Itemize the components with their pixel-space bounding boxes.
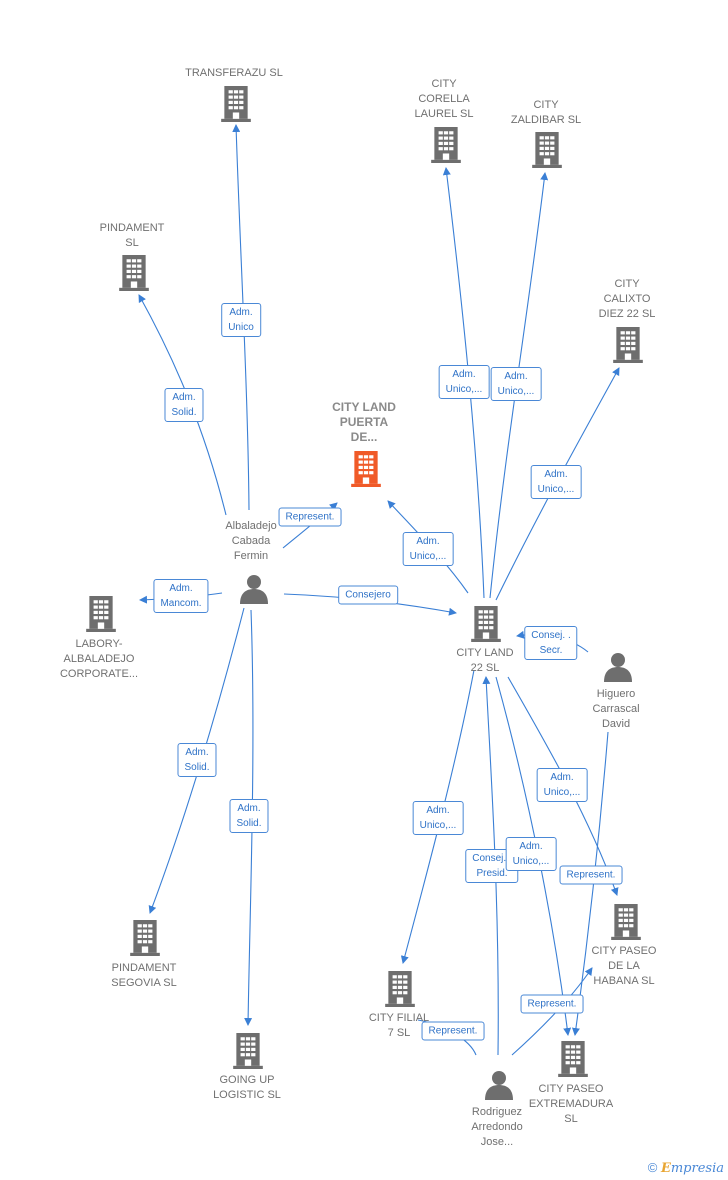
company-label-city-land-22[interactable]: CITY LAND 22 SL (456, 647, 514, 674)
relation-label[interactable]: Adm. Unico,... (536, 768, 588, 802)
person-icon[interactable] (603, 652, 633, 682)
relation-label[interactable]: Adm. Mancom. (153, 579, 209, 613)
relation-label[interactable]: Adm. Unico,... (438, 365, 490, 399)
relation-label[interactable]: Consejero (338, 585, 398, 605)
company-label-city-corella[interactable]: CITY CORELLA LAUREL SL (414, 78, 474, 120)
relation-label[interactable]: Consej. . Secr. (524, 626, 578, 660)
building-icon[interactable] (611, 904, 641, 940)
relation-label[interactable]: Represent. (559, 865, 623, 885)
edge-rodriguez-habana (511, 967, 593, 1056)
relation-label[interactable]: Represent. (278, 507, 342, 527)
relation-label[interactable]: Adm. Solid. (229, 799, 269, 833)
person-icon[interactable] (239, 574, 269, 604)
building-icon[interactable] (351, 451, 381, 487)
building-icon[interactable] (613, 327, 643, 363)
building-icon[interactable] (130, 920, 160, 956)
relation-label[interactable]: Represent. (421, 1021, 485, 1041)
person-label-higuero[interactable]: Higuero Carrascal David (592, 688, 640, 730)
building-icon[interactable] (221, 86, 251, 122)
company-label-city-calixto[interactable]: CITY CALIXTO DIEZ 22 SL (598, 278, 656, 320)
relation-label[interactable]: Adm. Unico,... (412, 801, 464, 835)
copyright-brand: © Empresia (648, 1160, 724, 1176)
brand-logo: Empresia (660, 1161, 724, 1176)
building-icon[interactable] (385, 971, 415, 1007)
building-icon[interactable] (233, 1033, 263, 1069)
relation-label[interactable]: Adm. Unico,... (490, 367, 542, 401)
company-label-city-land-puerta[interactable]: CITY LAND PUERTA DE... (332, 400, 396, 444)
company-label-city-zaldibar[interactable]: CITY ZALDIBAR SL (510, 99, 582, 126)
relation-label[interactable]: Adm. Unico,... (402, 532, 454, 566)
relation-label[interactable]: Adm. Unico,... (505, 837, 557, 871)
company-label-labory[interactable]: LABORY- ALBALADEJO CORPORATE... (59, 638, 139, 680)
company-label-pindament-segovia[interactable]: PINDAMENT SEGOVIA SL (111, 962, 177, 989)
relation-label[interactable]: Adm. Solid. (177, 743, 217, 777)
company-label-transferazu[interactable]: TRANSFERAZU SL (185, 67, 283, 79)
building-icon[interactable] (86, 596, 116, 632)
company-label-city-paseo-habana[interactable]: CITY PASEO DE LA HABANA SL (591, 945, 657, 987)
relation-label[interactable]: Represent. (520, 994, 584, 1014)
copyright-icon: © (647, 1160, 658, 1175)
edge-rodriguez-cityland22 (482, 676, 499, 1056)
relation-label[interactable]: Adm. Unico,... (530, 465, 582, 499)
person-label-albaladejo[interactable]: Albaladejo Cabada Fermin (225, 520, 277, 562)
building-icon[interactable] (532, 132, 562, 168)
company-label-city-filial[interactable]: CITY FILIAL 7 SL (368, 1012, 430, 1039)
person-label-rodriguez[interactable]: Rodriguez Arredondo Jose... (471, 1106, 523, 1148)
building-icon[interactable] (558, 1041, 588, 1077)
relation-label[interactable]: Adm. Solid. (164, 388, 204, 422)
company-label-city-paseo-extremadura[interactable]: CITY PASEO EXTREMADURA SL (528, 1083, 614, 1125)
company-label-pindament[interactable]: PINDAMENT SL (99, 222, 165, 249)
company-label-going-up[interactable]: GOING UP LOGISTIC SL (213, 1074, 281, 1101)
building-icon[interactable] (431, 127, 461, 163)
building-icon[interactable] (471, 606, 501, 642)
relation-label[interactable]: Adm. Unico (221, 303, 261, 337)
building-icon[interactable] (119, 255, 149, 291)
